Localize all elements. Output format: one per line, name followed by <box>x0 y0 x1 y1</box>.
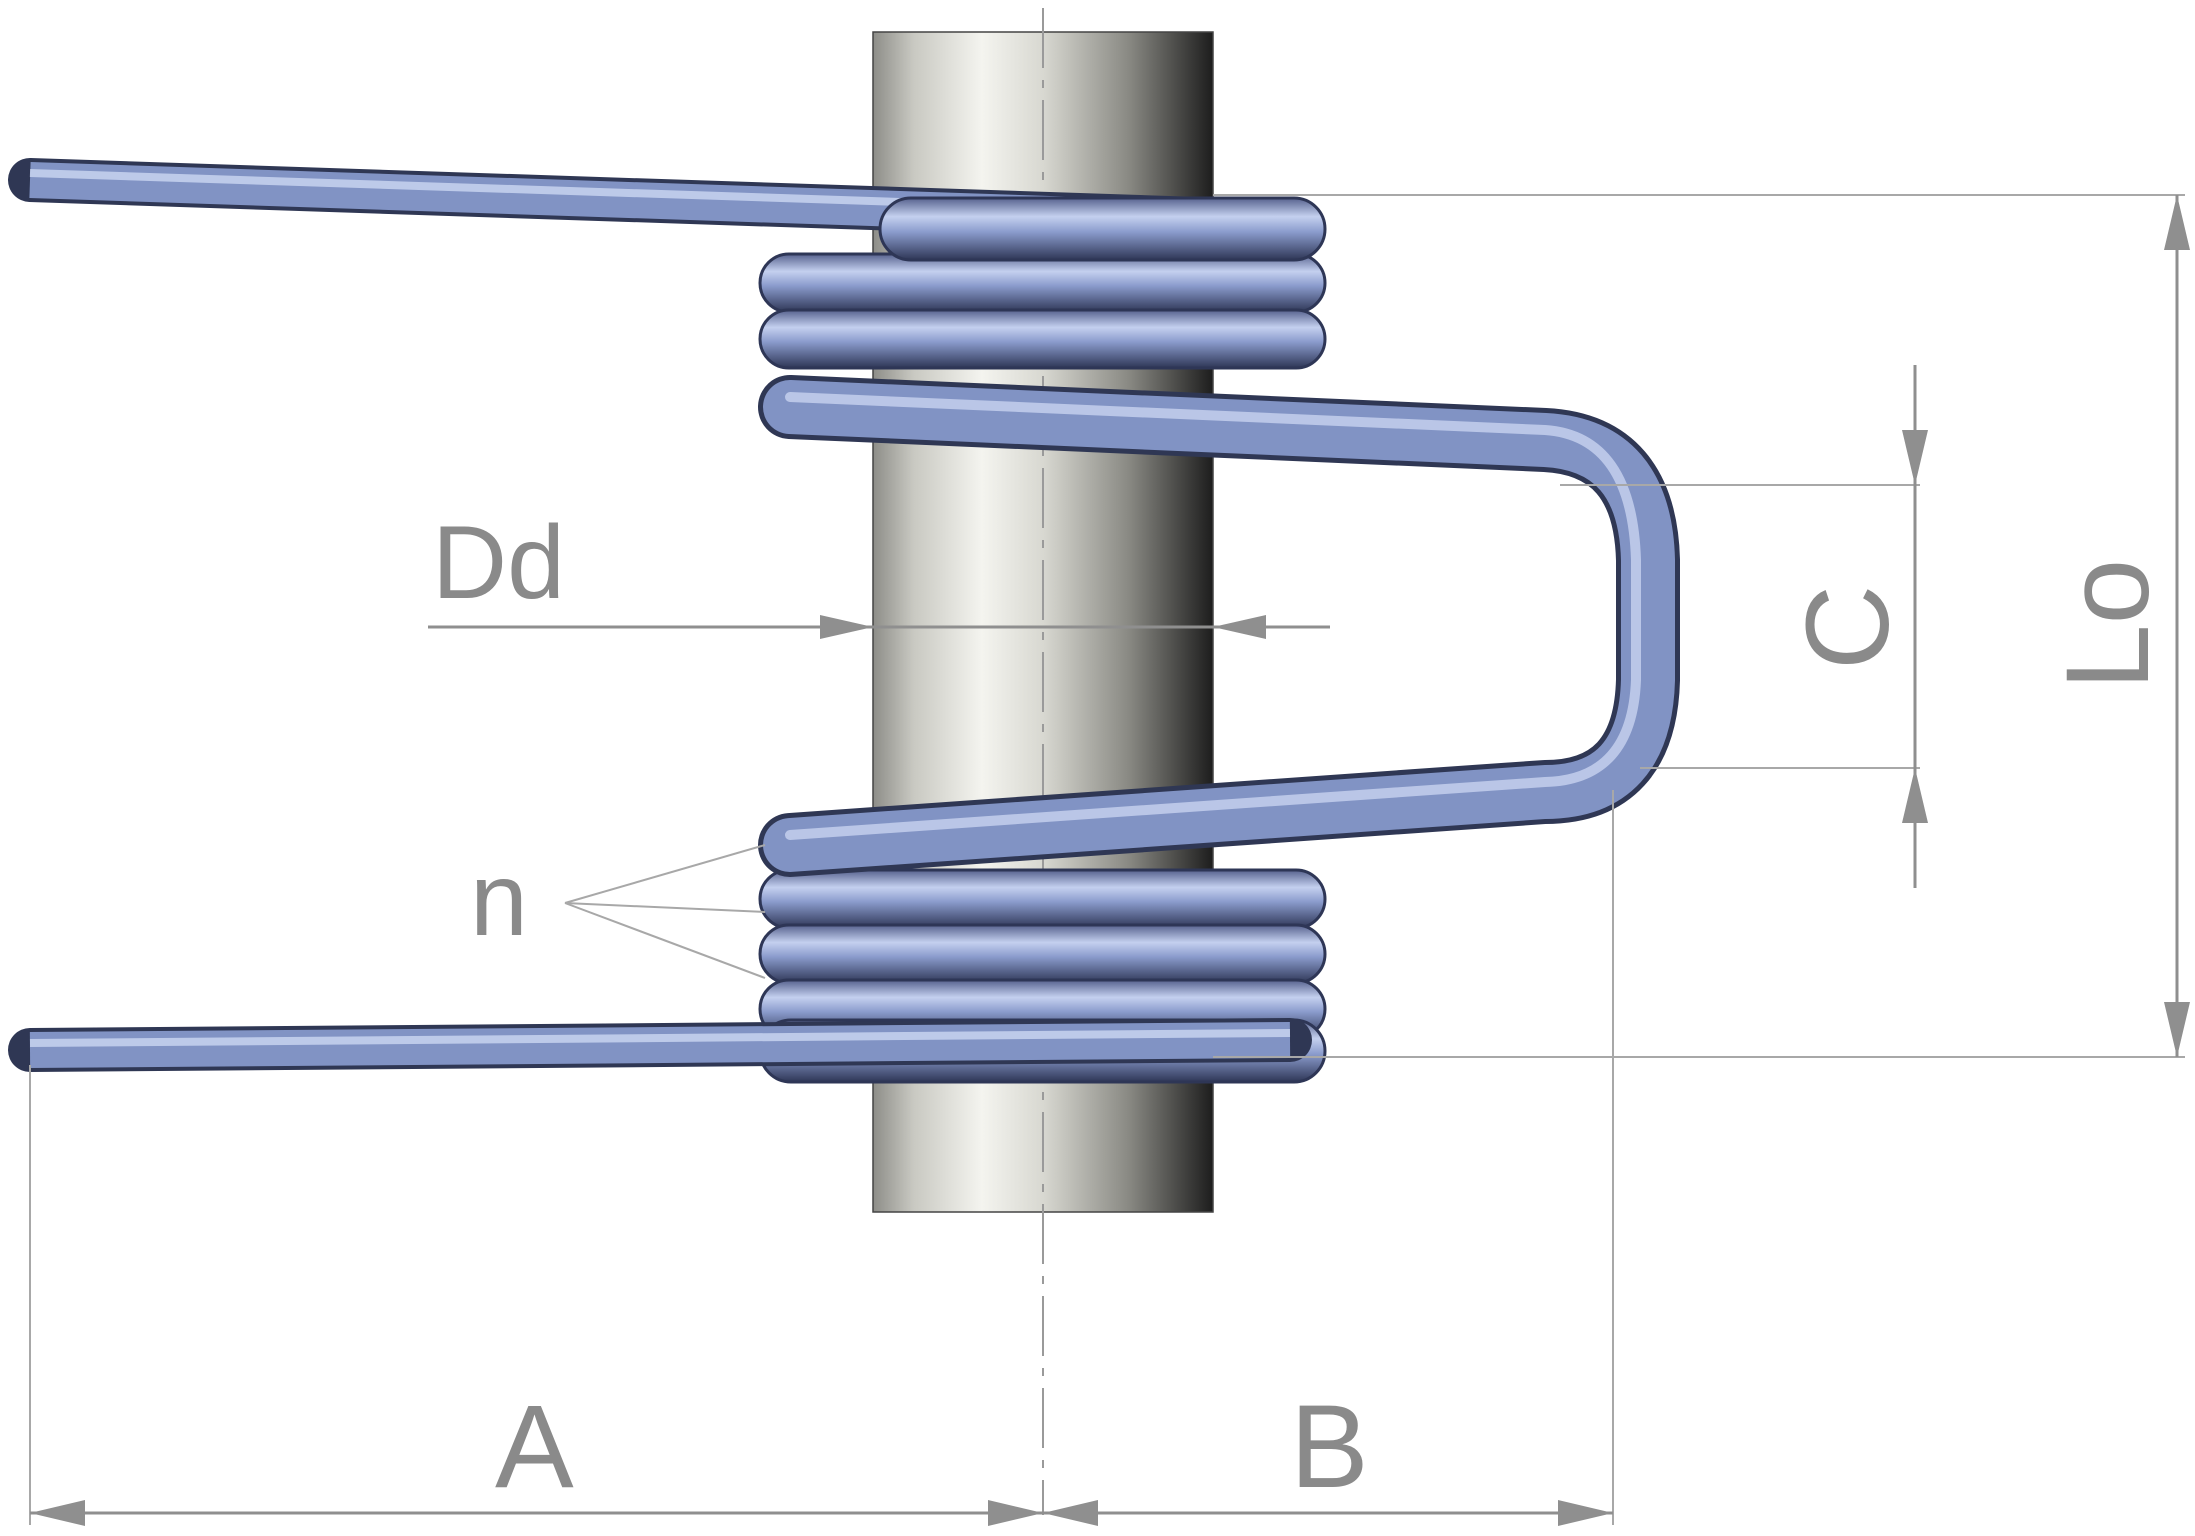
middle-loop <box>758 375 1680 877</box>
lower-leg <box>8 1018 1327 1084</box>
label-A: A <box>495 1381 574 1513</box>
dimension-A: A <box>30 1381 1043 1526</box>
dimension-Dd: Dd <box>428 505 1330 639</box>
label-B: B <box>1290 1381 1369 1513</box>
label-C: C <box>1782 585 1914 670</box>
label-Lo: Lo <box>2042 559 2174 690</box>
dimension-C: C <box>1782 365 1928 888</box>
lower-coil-group <box>758 868 1327 1040</box>
upper-coil-group <box>758 196 1327 370</box>
dimension-Lo: Lo <box>2042 195 2190 1057</box>
dimension-B: B <box>1043 1381 1613 1526</box>
label-Dd: Dd <box>432 505 565 621</box>
extension-lines <box>29 194 2185 1525</box>
leader-n: n <box>470 842 766 979</box>
label-n: n <box>470 842 528 958</box>
